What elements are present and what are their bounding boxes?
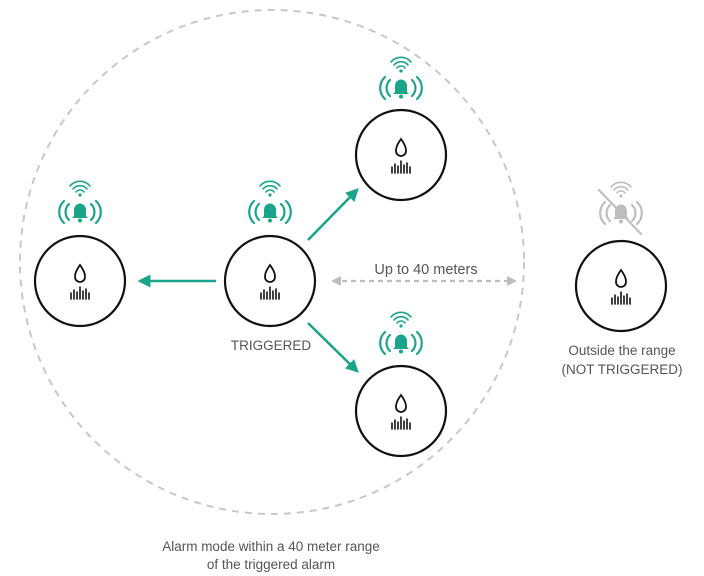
device-body bbox=[354, 108, 448, 202]
sensor-probe-icon bbox=[391, 160, 411, 174]
device-body bbox=[33, 234, 127, 328]
device-body bbox=[354, 364, 448, 458]
device-outside bbox=[574, 181, 668, 333]
arrow-to-bottom-device bbox=[307, 322, 359, 373]
sensor-probe-icon bbox=[70, 286, 90, 300]
outside-label-line1: Outside the range bbox=[568, 343, 675, 358]
muted-alarm-indicator bbox=[598, 181, 643, 235]
caption-line2: of the triggered alarm bbox=[207, 557, 335, 572]
bell-icon bbox=[393, 79, 409, 99]
device-left bbox=[33, 180, 127, 328]
bell-icon bbox=[393, 334, 409, 354]
device-body bbox=[223, 234, 317, 328]
bell-icon bbox=[72, 203, 88, 223]
wifi-icon bbox=[390, 311, 412, 328]
device-top bbox=[354, 56, 448, 202]
device-body bbox=[574, 239, 668, 333]
wifi-icon bbox=[390, 56, 412, 73]
wifi-icon bbox=[610, 181, 632, 198]
sensor-probe-icon bbox=[260, 286, 280, 300]
triggered-label: TRIGGERED bbox=[231, 338, 312, 353]
alarm-indicator bbox=[379, 311, 423, 356]
sensor-probe-icon bbox=[391, 416, 411, 430]
caption-line1: Alarm mode within a 40 meter range bbox=[162, 539, 380, 554]
alarm-indicator bbox=[58, 180, 102, 225]
device-bottom bbox=[354, 311, 448, 458]
outside-label-line2: (NOT TRIGGERED) bbox=[561, 362, 682, 377]
water-drop-icon bbox=[395, 393, 407, 413]
sensor-probe-icon bbox=[611, 291, 631, 305]
water-drop-icon bbox=[395, 137, 407, 157]
arrow-to-top-device bbox=[307, 188, 359, 241]
bell-icon bbox=[262, 203, 278, 223]
water-drop-icon bbox=[74, 263, 86, 283]
device-center-triggered bbox=[223, 180, 317, 328]
range-circle bbox=[19, 9, 525, 515]
range-label: Up to 40 meters bbox=[374, 262, 477, 278]
water-drop-icon bbox=[264, 263, 276, 283]
wifi-icon bbox=[69, 180, 91, 197]
wifi-icon bbox=[259, 180, 281, 197]
water-drop-icon bbox=[615, 268, 627, 288]
strike-through bbox=[598, 189, 642, 235]
alarm-indicator bbox=[248, 180, 292, 225]
alarm-indicator bbox=[379, 56, 423, 101]
